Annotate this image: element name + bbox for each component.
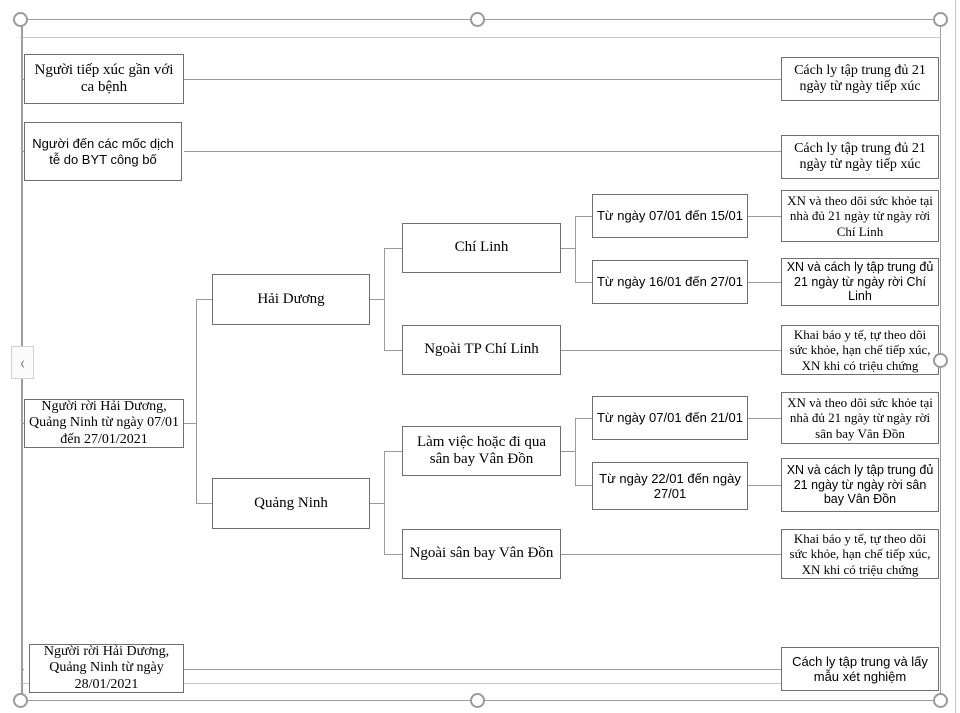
node-action-test-home-van-don-label: XN và theo dõi sức khỏe tại nhà đủ 21 ng… — [787, 395, 933, 441]
node-action-test-quarantine-van-don[interactable]: XN và cách ly tập trung đủ 21 ngày từ ng… — [781, 458, 939, 512]
connector-hub-to-chilinh — [384, 248, 402, 249]
connector-epi-to-action — [184, 151, 781, 152]
connector-spine-to-contact — [22, 79, 24, 80]
node-date-0701-1501-label: Từ ngày 07/01 đến 15/01 — [596, 208, 744, 224]
slide-right-edge — [955, 0, 956, 713]
connector-hub-to-outside-vandon — [384, 554, 402, 555]
connector-hub-to-outside-chilinh — [384, 350, 402, 351]
connector-date2201-2701-to-action — [748, 485, 781, 486]
node-quang-ninh[interactable]: Quảng Ninh — [212, 478, 370, 529]
connector-spine-to-hdqn — [22, 423, 24, 424]
connector-hub-to-quangninh — [196, 503, 213, 504]
node-date-0701-1501[interactable]: Từ ngày 07/01 đến 15/01 — [592, 194, 748, 238]
node-action-epi-quarantine[interactable]: Cách ly tập trung đủ 21 ngày từ ngày tiế… — [781, 135, 939, 179]
node-left-hd-qn-2801[interactable]: Người rời Hải Dương, Quảng Ninh từ ngày … — [29, 644, 184, 693]
node-left-hd-qn-2801-label: Người rời Hải Dương, Quảng Ninh từ ngày … — [43, 644, 170, 692]
node-left-hd-qn-0701-2701-label: Người rời Hải Dương, Quảng Ninh từ ngày … — [29, 399, 179, 447]
connector-hub-to-date0701-1501 — [575, 216, 593, 217]
node-contact-person-label: Người tiếp xúc gần với ca bệnh — [34, 61, 174, 95]
chevron-left-icon: ‹ — [20, 352, 25, 373]
node-hai-duong[interactable]: Hải Dương — [212, 274, 370, 325]
node-date-0701-2101[interactable]: Từ ngày 07/01 đến 21/01 — [592, 396, 748, 440]
handle-bottom-center[interactable] — [470, 693, 485, 708]
node-outside-van-don[interactable]: Ngoài sân bay Vân Đồn — [402, 529, 561, 579]
node-date-1601-2701[interactable]: Từ ngày 16/01 đến 27/01 — [592, 260, 748, 304]
node-action-test-home-chi-linh[interactable]: XN và theo dõi sức khỏe tại nhà đủ 21 ng… — [781, 190, 939, 242]
connector-quangninh-vertical-hub — [384, 451, 385, 555]
connector-chilinh-stub — [561, 248, 576, 249]
node-date-0701-2101-label: Từ ngày 07/01 đến 21/01 — [596, 410, 744, 426]
node-chi-linh[interactable]: Chí Linh — [402, 223, 561, 273]
connector-vandon-vertical-hub — [575, 418, 576, 486]
connector-hub-to-haiduong — [196, 299, 213, 300]
handle-bottom-left[interactable] — [13, 693, 28, 708]
connector-hub-to-date2201-2701 — [575, 485, 593, 486]
node-van-don-airport[interactable]: Làm việc hoặc đi qua sân bay Vân Đồn — [402, 426, 561, 476]
connector-hub-to-date1601-2701 — [575, 282, 593, 283]
connector-spine-to-epi — [22, 151, 24, 152]
handle-middle-right[interactable] — [933, 353, 948, 368]
handle-top-left[interactable] — [13, 12, 28, 27]
connector-date1601-2701-to-action — [748, 282, 781, 283]
connector-outside-vandon-to-action — [561, 554, 781, 555]
selection-frame-inner-rule — [20, 37, 941, 38]
connector-hdqn-stub — [184, 423, 197, 424]
node-action-declare-van-don-label: Khai báo y tế, tự theo dõi sức khỏe, hạn… — [789, 531, 931, 577]
node-outside-van-don-label: Ngoài sân bay Vân Đồn — [409, 545, 554, 562]
node-contact-person[interactable]: Người tiếp xúc gần với ca bệnh — [24, 54, 184, 104]
node-action-contact-quarantine-label: Cách ly tập trung đủ 21 ngày từ ngày tiế… — [794, 62, 926, 94]
node-action-declare-van-don[interactable]: Khai báo y tế, tự theo dõi sức khỏe, hạn… — [781, 529, 939, 579]
handle-top-right[interactable] — [933, 12, 948, 27]
node-epidemiological-point[interactable]: Người đến các mốc dịch tễ do BYT công bố — [24, 122, 182, 181]
connector-hub-to-date0701-2101 — [575, 418, 593, 419]
node-action-quarantine-sample-label: Cách ly tập trung và lấy mẫu xét nghiệm — [792, 653, 928, 684]
connector-hdqn28-to-action — [184, 669, 781, 670]
selection-frame-inner-rule-bottom — [20, 683, 941, 684]
node-action-test-home-van-don[interactable]: XN và theo dõi sức khỏe tại nhà đủ 21 ng… — [781, 392, 939, 444]
node-quang-ninh-label: Quảng Ninh — [254, 494, 328, 511]
connector-date0701-2101-to-action — [748, 418, 781, 419]
node-date-2201-2701-label: Từ ngày 22/01 đến ngày 27/01 — [599, 470, 741, 501]
connector-date0701-1501-to-action — [748, 216, 781, 217]
connector-haiduong-vertical-hub — [384, 248, 385, 351]
handle-bottom-right[interactable] — [933, 693, 948, 708]
node-action-test-home-chi-linh-label: XN và theo dõi sức khỏe tại nhà đủ 21 ng… — [787, 193, 933, 239]
node-van-don-airport-label: Làm việc hoặc đi qua sân bay Vân Đồn — [416, 433, 547, 467]
node-action-test-quarantine-chi-linh[interactable]: XN và cách ly tập trung đủ 21 ngày từ ng… — [781, 258, 939, 306]
node-epidemiological-point-label: Người đến các mốc dịch tễ do BYT công bố — [32, 136, 174, 167]
connector-spine-to-hdqn28 — [22, 669, 24, 670]
connector-chilinh-vertical-hub — [575, 216, 576, 283]
connector-hdqn-vertical-hub — [196, 299, 197, 504]
connector-haiduong-stub — [370, 299, 385, 300]
node-date-1601-2701-label: Từ ngày 16/01 đến 27/01 — [596, 274, 744, 290]
node-action-test-quarantine-van-don-label: XN và cách ly tập trung đủ 21 ngày từ ng… — [786, 463, 934, 507]
node-hai-duong-label: Hải Dương — [257, 290, 325, 307]
node-action-declare-chi-linh[interactable]: Khai báo y tế, tự theo dõi sức khỏe, hạn… — [781, 325, 939, 375]
connector-contact-to-action — [184, 79, 781, 80]
node-chi-linh-label: Chí Linh — [454, 239, 509, 256]
node-outside-chi-linh[interactable]: Ngoài TP Chí Linh — [402, 325, 561, 375]
node-action-epi-quarantine-label: Cách ly tập trung đủ 21 ngày từ ngày tiế… — [794, 140, 926, 172]
connector-outside-chilinh-to-action — [561, 350, 781, 351]
node-left-hd-qn-0701-2701[interactable]: Người rời Hải Dương, Quảng Ninh từ ngày … — [24, 399, 184, 448]
node-action-declare-chi-linh-label: Khai báo y tế, tự theo dõi sức khỏe, hạn… — [789, 327, 931, 373]
node-outside-chi-linh-label: Ngoài TP Chí Linh — [424, 341, 539, 358]
node-date-2201-2701[interactable]: Từ ngày 22/01 đến ngày 27/01 — [592, 462, 748, 510]
collapse-panel-button[interactable]: ‹ — [11, 346, 34, 379]
connector-quangninh-stub — [370, 503, 385, 504]
node-action-contact-quarantine[interactable]: Cách ly tập trung đủ 21 ngày từ ngày tiế… — [781, 57, 939, 101]
node-action-test-quarantine-chi-linh-label: XN và cách ly tập trung đủ 21 ngày từ ng… — [786, 260, 934, 304]
node-action-quarantine-sample[interactable]: Cách ly tập trung và lấy mẫu xét nghiệm — [781, 647, 939, 691]
connector-hub-to-vandon-airport — [384, 451, 402, 452]
handle-top-center[interactable] — [470, 12, 485, 27]
connector-vandon-airport-stub — [561, 451, 576, 452]
